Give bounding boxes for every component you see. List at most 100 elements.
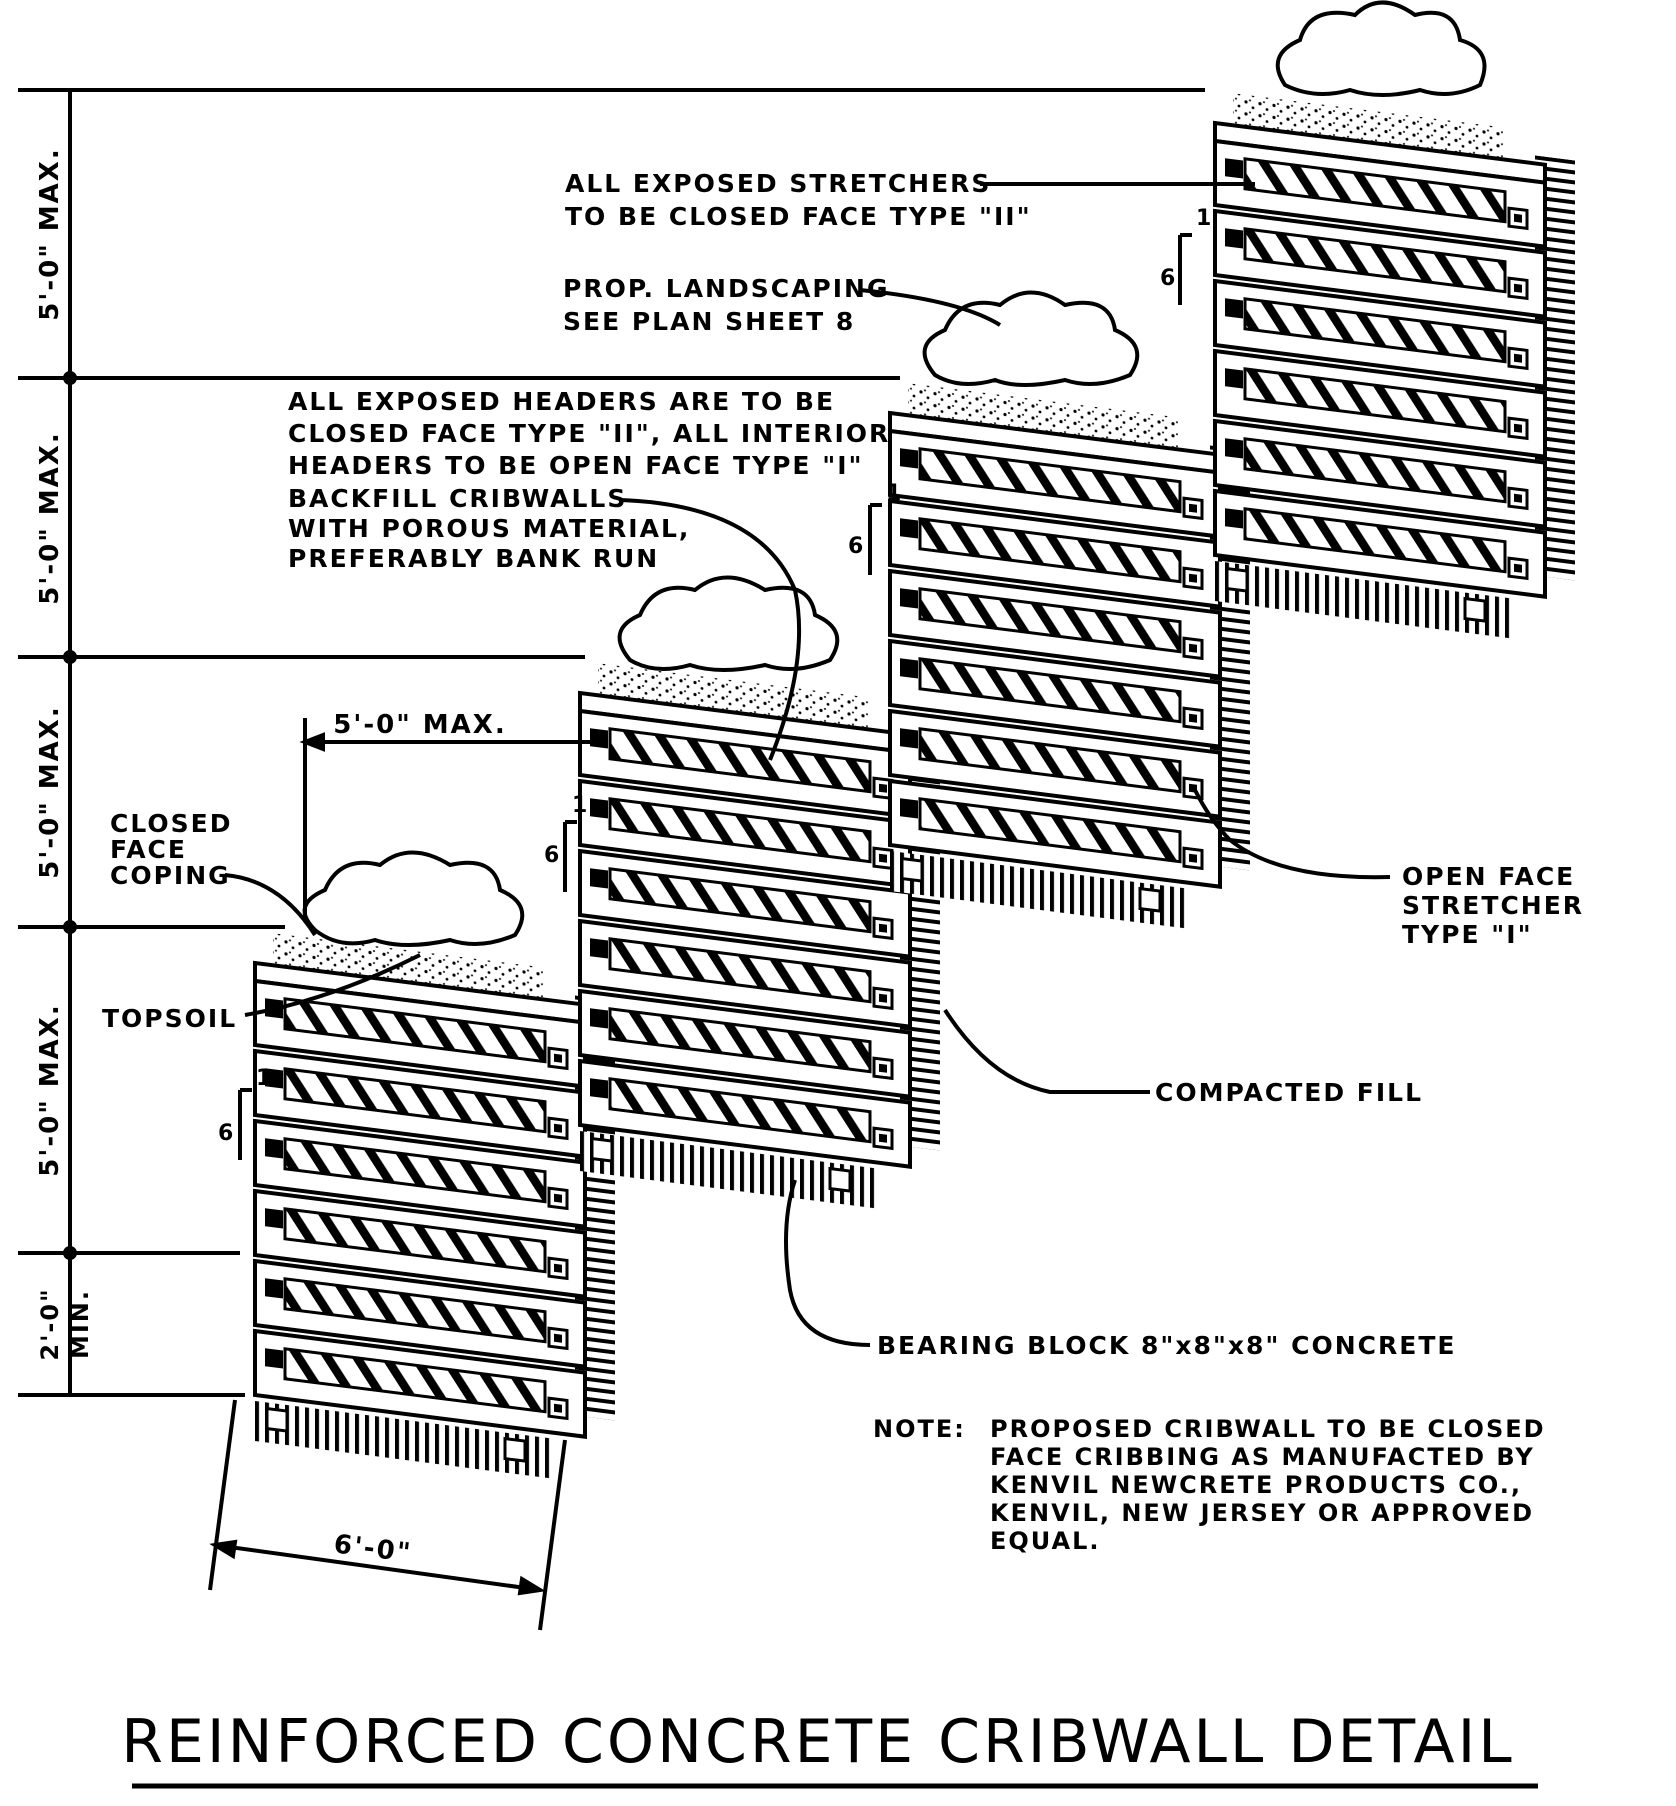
solid-block (590, 798, 608, 819)
embed-label-line1: 2'-0" (36, 1287, 64, 1360)
solid-block (1225, 438, 1243, 459)
topsoil-fill (908, 383, 1178, 452)
batter-rise-2: 1 (886, 481, 903, 506)
solid-block (1225, 158, 1243, 179)
stretchers-callout-line1: ALL EXPOSED STRETCHERS (565, 169, 991, 198)
backfill-callout-line2: WITH POROUS MATERIAL, (288, 514, 690, 543)
hatched-stretcher (1243, 157, 1507, 224)
key-block-center (1189, 853, 1197, 863)
backfill-callout-line3: PREFERABLY BANK RUN (288, 544, 659, 573)
key-block-center (554, 1123, 562, 1133)
crib-tier (578, 663, 940, 1209)
coping-callout-line1: CLOSED (110, 809, 232, 838)
solid-block (900, 798, 918, 819)
key-block-center (879, 853, 887, 863)
compacted-fill-callout: COMPACTED FILL (1155, 1078, 1423, 1107)
hatched-stretcher (1243, 227, 1507, 294)
crib-tiers (253, 93, 1575, 1479)
crib-tier (888, 383, 1250, 929)
offset-width-label: 5'-0" MAX. (333, 710, 506, 740)
stretchers-callout-line2: TO BE CLOSED FACE TYPE "II" (565, 202, 1032, 231)
backfill-callout-line1: BACKFILL CRIBWALLS (288, 484, 627, 513)
key-block-center (1514, 213, 1522, 223)
hatched-stretcher (608, 797, 872, 864)
solid-block (900, 588, 918, 609)
hatched-stretcher (1243, 367, 1507, 434)
solid-block (590, 728, 608, 749)
bearing-block (828, 1166, 852, 1193)
solid-block (900, 448, 918, 469)
crib-tier (1213, 93, 1575, 639)
crib-tier (253, 933, 615, 1479)
headers-callout-line3: HEADERS TO BE OPEN FACE TYPE "I" (288, 451, 864, 480)
bearing-block (1225, 566, 1249, 593)
hatched-stretcher (283, 1277, 547, 1344)
bearing-block (590, 1136, 614, 1163)
key-block-center (554, 1053, 562, 1063)
key-block-center (1514, 563, 1522, 573)
solid-block (1225, 298, 1243, 319)
key-block-center (1189, 503, 1197, 513)
tier-height-label-1: 5'-0" MAX. (35, 147, 65, 320)
hatched-stretcher (918, 727, 1182, 794)
key-block-center (1514, 353, 1522, 363)
batter-run-1: 6 (1160, 266, 1177, 291)
batter-run-4: 6 (218, 1121, 235, 1146)
hatched-stretcher (283, 1067, 547, 1134)
batter-rise-1: 1 (1196, 206, 1213, 231)
base-dimension (208, 1399, 567, 1631)
solid-block (265, 1138, 283, 1159)
batter-rise-4: 1 (256, 1066, 273, 1091)
coping-callout-line3: COPING (110, 861, 231, 890)
note-line4: KENVIL, NEW JERSEY OR APPROVED (990, 1499, 1534, 1527)
key-block-center (554, 1403, 562, 1413)
topsoil-fill (1233, 93, 1503, 162)
key-block-center (1189, 713, 1197, 723)
bearing-block-callout: BEARING BLOCK 8"x8"x8" CONCRETE (877, 1331, 1457, 1360)
open-face-callout-line1: OPEN FACE (1402, 862, 1575, 891)
solid-block (900, 728, 918, 749)
hatched-stretcher (918, 797, 1182, 864)
headers-callout-line2: CLOSED FACE TYPE "II", ALL INTERIOR (288, 419, 890, 448)
key-block-center (1189, 573, 1197, 583)
tier-height-label-4: 5'-0" MAX. (35, 1003, 65, 1176)
bearing-ground (255, 1401, 555, 1479)
hatched-stretcher (283, 1207, 547, 1274)
hatched-stretcher (283, 1137, 547, 1204)
note-line1: PROPOSED CRIBWALL TO BE CLOSED (990, 1415, 1546, 1443)
batter-rise-3: 1 (572, 793, 589, 818)
key-block-center (554, 1263, 562, 1273)
hatched-stretcher (918, 447, 1182, 514)
key-block-center (554, 1193, 562, 1203)
key-block-center (879, 783, 887, 793)
open-face-callout-line2: STRETCHER (1402, 891, 1584, 920)
batter-run-2: 6 (848, 534, 865, 559)
bearing-ground (890, 851, 1190, 929)
bearing-block (265, 1406, 289, 1433)
leader-lines (224, 182, 1391, 1347)
hatched-stretcher (608, 867, 872, 934)
landscaping-callout-line1: PROP. LANDSCAPING (563, 274, 889, 303)
topsoil-callout: TOPSOIL (102, 1004, 237, 1033)
hatched-stretcher (608, 727, 872, 794)
solid-block (265, 1068, 283, 1089)
bearing-block (900, 856, 924, 883)
key-block-center (1514, 493, 1522, 503)
solid-block (265, 1278, 283, 1299)
hatched-stretcher (608, 1007, 872, 1074)
topsoil-fill (598, 663, 868, 732)
solid-block (1225, 368, 1243, 389)
landscaping-callout-line2: SEE PLAN SHEET 8 (563, 307, 855, 336)
solid-block (590, 1008, 608, 1029)
bearing-ground (1215, 561, 1515, 639)
hatched-stretcher (283, 1347, 547, 1414)
key-block-center (879, 923, 887, 933)
batter-run-3: 6 (544, 843, 561, 868)
key-block-center (879, 993, 887, 1003)
offset-dimension (299, 718, 600, 920)
hatched-stretcher (918, 587, 1182, 654)
key-block-center (1189, 643, 1197, 653)
note-prefix: NOTE: (873, 1415, 966, 1443)
drawing-title: REINFORCED CONCRETE CRIBWALL DETAIL (121, 1707, 1514, 1777)
